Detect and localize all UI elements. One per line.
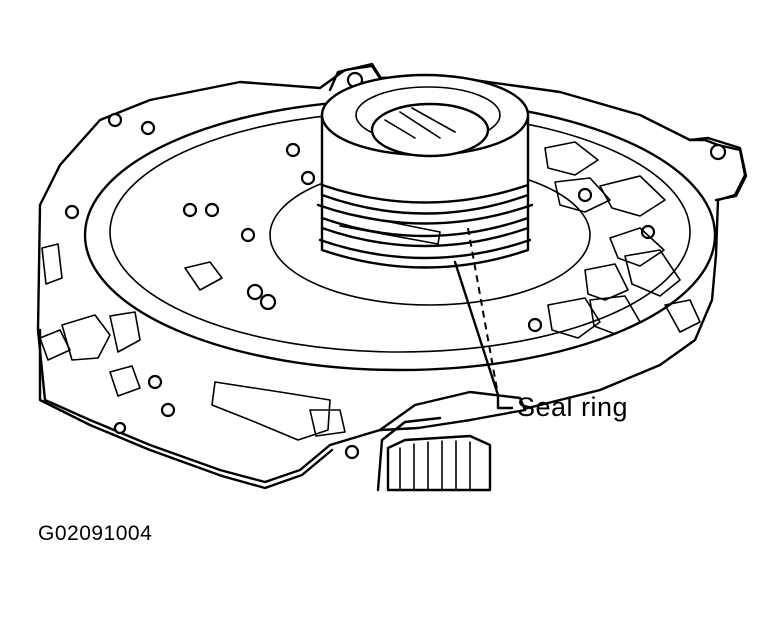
bolt-holes <box>64 112 656 460</box>
lug-bolt-hole-right <box>709 143 727 161</box>
mounting-lug-top <box>328 62 384 92</box>
figure-id: G02091004 <box>38 522 153 545</box>
seal-ring-callout-label: Seal ring <box>517 392 629 422</box>
stator-shaft <box>386 434 492 492</box>
seal-ring-leaders <box>453 227 514 410</box>
stator-support-hub <box>320 73 530 269</box>
mounting-lug-right <box>688 136 748 202</box>
housing-side-edge <box>38 328 334 490</box>
fluid-passages-left <box>39 243 346 441</box>
cutaway-notch-edge <box>376 416 442 492</box>
fluid-passages-right <box>544 141 701 339</box>
seal-ring-grooves <box>316 183 534 260</box>
